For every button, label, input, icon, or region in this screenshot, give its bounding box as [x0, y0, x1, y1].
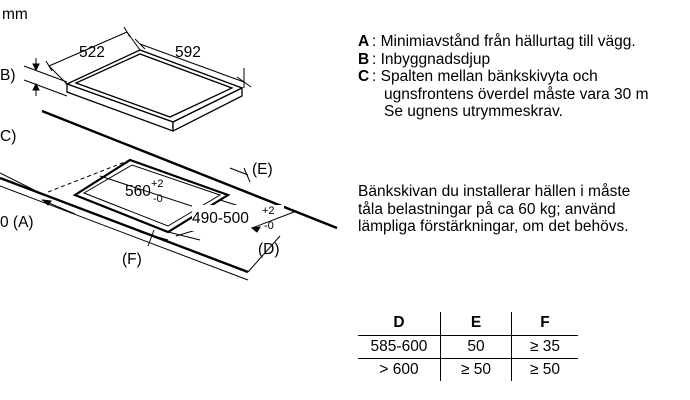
table-header-d: D — [358, 312, 441, 336]
cutout-depth-label-bg — [192, 205, 284, 231]
cutout-width-tol-upper: +2 — [151, 178, 164, 190]
table-header-row: D E F — [358, 312, 578, 336]
cutout-width-tol-lower: -0 — [153, 193, 163, 205]
table-header-f: F — [511, 312, 578, 336]
hob-width-dim: 592 — [175, 44, 201, 61]
legend-text-c-line2: ugnsfrontens överdel måste vara 30 m — [384, 85, 649, 103]
table-row: 585-600 50 ≥ 35 — [358, 335, 578, 359]
cutout-depth-tol-upper: +2 — [262, 205, 275, 217]
legend-text-c: : Spalten mellan bänkskivyta och — [372, 68, 598, 85]
cutout-depth-tol-lower: -0 — [264, 220, 274, 232]
f-dimension — [139, 229, 169, 247]
worktop — [0, 109, 338, 281]
table-cell: 50 — [440, 335, 512, 359]
a-dimension — [41, 199, 76, 215]
legend-text-b: : Inbyggnadsdjup — [372, 50, 491, 68]
dimension-table: D E F 585-600 50 ≥ 35 > 600 ≥ 50 ≥ 50 — [358, 312, 578, 381]
legend-key-b: B — [358, 50, 370, 68]
hob-outline — [65, 49, 244, 133]
cutout-depth-dim: 490-500 — [192, 210, 249, 227]
legend-item-a: A : Minimiavstånd från hällurtag till vä… — [358, 33, 649, 51]
e-dimension — [229, 167, 251, 183]
label-c: C) — [0, 128, 16, 145]
table-cell: > 600 — [379, 361, 419, 378]
label-e: (E) — [252, 161, 273, 178]
legend: A : Minimiavstånd från hällurtag till vä… — [358, 33, 649, 121]
label-f: (F) — [122, 251, 142, 268]
label-a: 0 (A) — [0, 214, 34, 231]
b-dimension — [23, 58, 68, 97]
table-cell: ≥ 50 — [440, 358, 512, 381]
load-note-line1: Bänkskivan du installerar hällen i måste — [358, 183, 631, 200]
legend-key-a: A — [358, 33, 370, 50]
label-d: (D) — [258, 241, 280, 258]
legend-text-a: : Minimiavstånd från hällurtag till vägg… — [372, 33, 636, 50]
legend-key-c: C — [358, 68, 370, 85]
table-cell: ≥ 50 — [511, 358, 578, 381]
legend-item-b: B : Inbyggnadsdjup — [358, 51, 649, 69]
legend-text-c-line3: Se ugnens utrymmeskrav. — [384, 103, 563, 120]
table-cell: ≥ 35 — [511, 335, 578, 359]
load-note-line2: tåla belastningar på ca 60 kg; använd — [358, 200, 616, 218]
unit-label: mm — [2, 6, 28, 23]
legend-item-c: C : Spalten mellan bänkskivyta och — [358, 68, 649, 86]
d-dimension — [247, 211, 295, 273]
cutout-width-dim: 560 — [125, 183, 151, 200]
hob-depth-dim: 522 — [79, 44, 105, 61]
load-note: Bänkskivan du installerar hällen i måste… — [358, 183, 630, 236]
cutout — [47, 158, 231, 234]
table-row: > 600 ≥ 50 ≥ 50 — [358, 358, 578, 381]
load-note-line3: lämpliga förstärkningar, om det behövs. — [358, 218, 629, 235]
table-cell: 585-600 — [358, 335, 441, 359]
table-header-e: E — [440, 312, 512, 336]
label-b: B) — [0, 67, 16, 84]
installation-diagram: mm 522 592 B) C) — [0, 6, 338, 281]
